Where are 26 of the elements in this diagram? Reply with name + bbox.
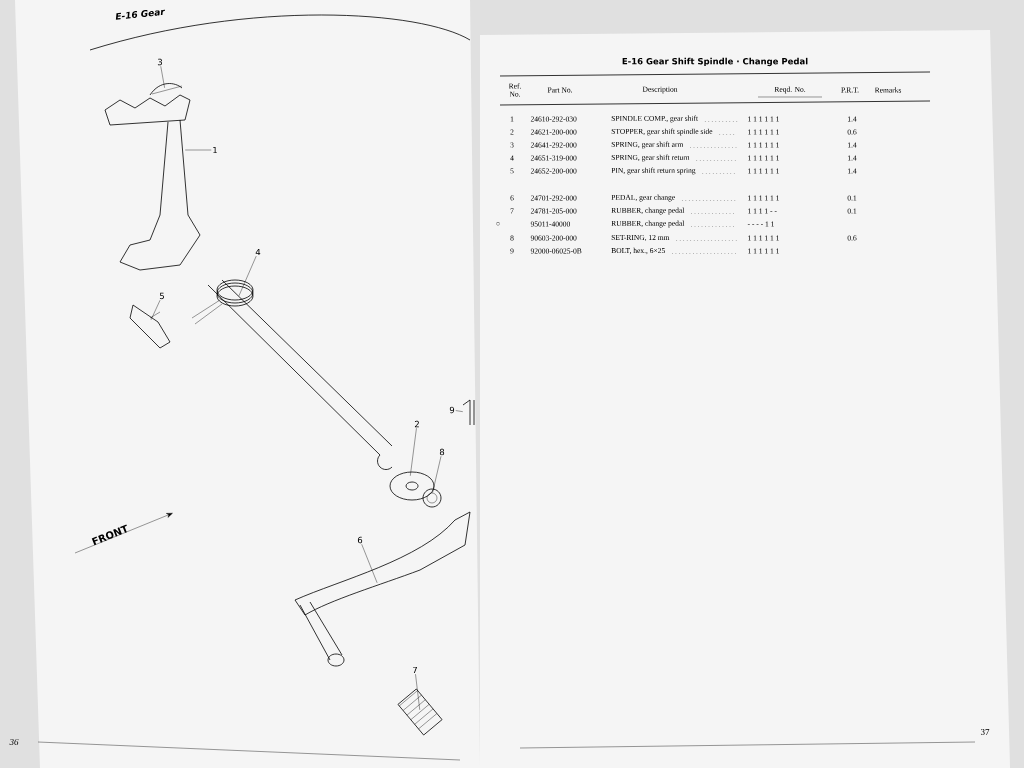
page-title: E-16 Gear Shift Spindle · Change Pedal: [622, 57, 808, 67]
callout-number: 6: [357, 536, 363, 544]
leader-line: [410, 428, 417, 476]
page-number: 36: [9, 739, 19, 746]
leader-line: [361, 544, 378, 583]
ring-drawing: [422, 488, 442, 508]
page-heading: E-16 Gear: [115, 9, 165, 20]
callout-number: 8: [439, 448, 445, 456]
pedal-drawing: [294, 511, 471, 667]
leader-line: [150, 300, 161, 320]
leader-line: [238, 255, 257, 296]
leader-line: [415, 673, 420, 710]
spindle-drawing: [104, 94, 393, 470]
bolt-drawing: [462, 399, 475, 426]
rubber-drawing: [397, 688, 443, 736]
page-number: 37: [980, 729, 990, 736]
callout-number: 3: [157, 58, 162, 66]
leader-line: [160, 66, 165, 88]
callout-number: 2: [414, 420, 419, 428]
callout-number: 9: [449, 406, 455, 414]
washer-drawing: [389, 471, 435, 501]
callout-number: 7: [413, 666, 417, 674]
leader-line: [455, 410, 463, 412]
leader-line: [432, 456, 442, 493]
spring-drawing: [149, 83, 183, 96]
leader-line: [185, 149, 212, 151]
